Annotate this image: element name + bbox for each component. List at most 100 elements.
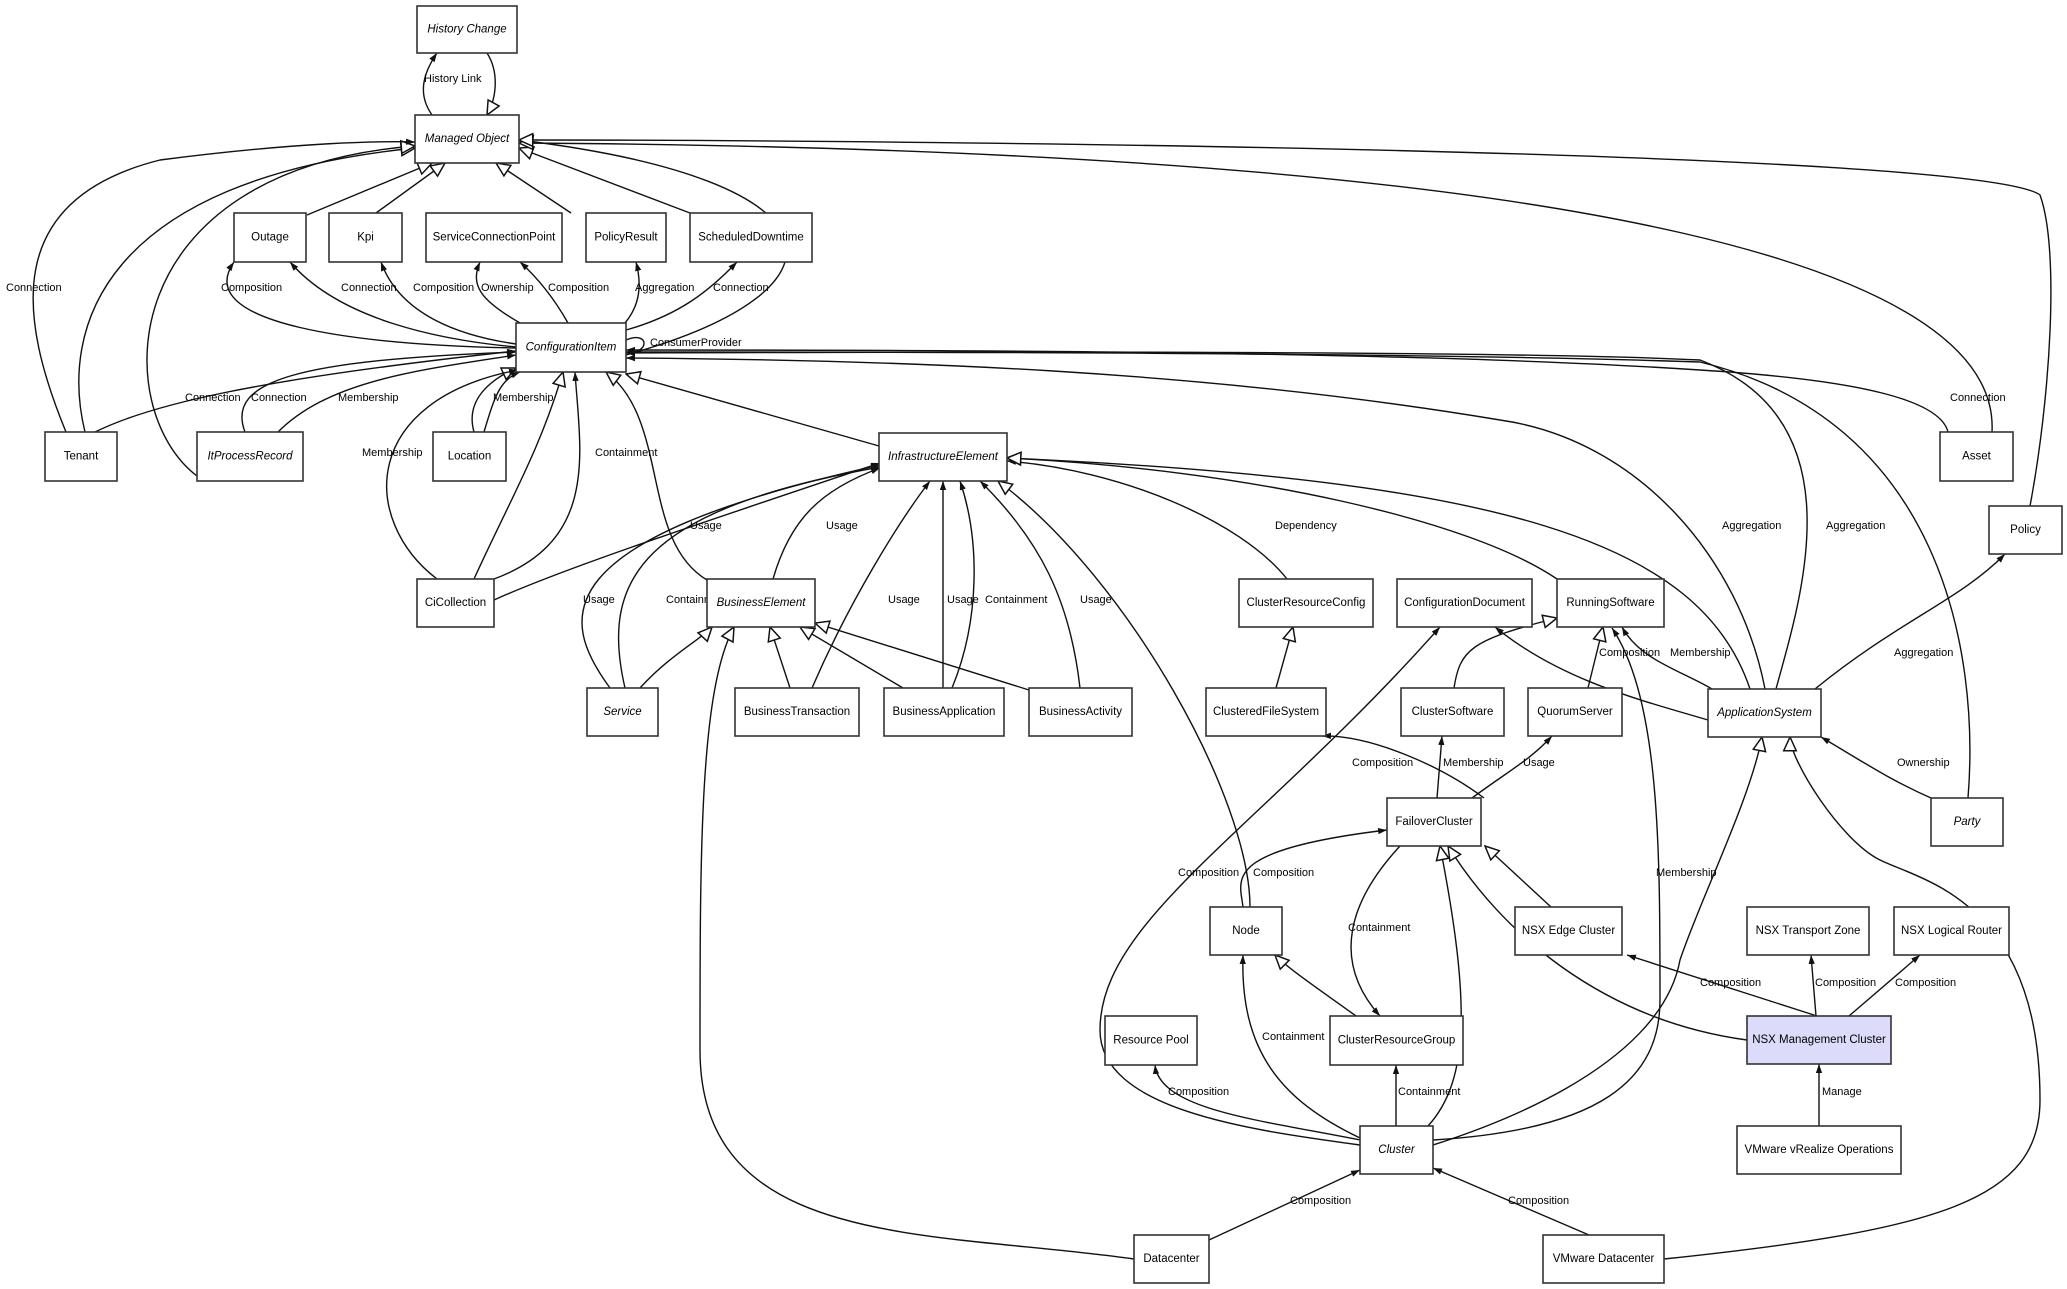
class-node-cluster-software[interactable]: ClusterSoftware	[1400, 687, 1505, 737]
class-node-service[interactable]: Service	[586, 687, 659, 737]
class-node-vrealize-operations[interactable]: VMware vRealize Operations	[1736, 1125, 1902, 1175]
class-box[interactable]	[1893, 906, 2010, 956]
class-node-policy-result[interactable]: PolicyResult	[585, 212, 667, 263]
association-arrow	[625, 348, 1971, 799]
class-box[interactable]	[196, 431, 304, 482]
class-node-policy[interactable]: Policy	[1988, 505, 2063, 555]
class-node-nsx-logical-router[interactable]: NSX Logical Router	[1893, 906, 2010, 956]
class-box[interactable]	[515, 322, 627, 373]
class-node-asset[interactable]: Asset	[1939, 431, 2014, 482]
class-box[interactable]	[706, 578, 816, 628]
class-box[interactable]	[586, 687, 659, 737]
class-node-nsx-transport-zone[interactable]: NSX Transport Zone	[1746, 906, 1870, 956]
class-box[interactable]	[1930, 797, 2004, 847]
edge-label: Composition	[1168, 1086, 1229, 1098]
class-node-failover-cluster[interactable]: FailoverCluster	[1386, 797, 1482, 847]
class-node-cluster-resource-group[interactable]: ClusterResourceGroup	[1329, 1015, 1464, 1066]
class-box[interactable]	[878, 432, 1008, 482]
class-node-managed-object[interactable]: Managed Object	[414, 114, 520, 164]
edge-association-managed-object-to-history-change	[422, 52, 438, 116]
class-node-clustered-file-system[interactable]: ClusteredFileSystem	[1205, 687, 1327, 737]
class-label: FailoverCluster	[1395, 816, 1472, 828]
class-box[interactable]	[734, 687, 860, 737]
class-box[interactable]	[1746, 1015, 1892, 1065]
class-node-business-element[interactable]: BusinessElement	[706, 578, 816, 628]
class-box[interactable]	[1396, 578, 1533, 628]
class-box[interactable]	[1400, 687, 1505, 737]
class-node-scp[interactable]: ServiceConnectionPoint	[425, 212, 563, 263]
edge-inheritance-scheduled-downtime-to-managed-object	[519, 148, 691, 214]
class-box[interactable]	[1133, 1234, 1210, 1284]
class-box[interactable]	[1386, 797, 1482, 847]
class-node-location[interactable]: Location	[432, 431, 507, 482]
class-node-party[interactable]: Party	[1930, 797, 2004, 847]
class-node-infrastructure-element[interactable]: InfrastructureElement	[878, 432, 1008, 482]
class-node-ci-collection[interactable]: CiCollection	[416, 578, 495, 628]
class-box[interactable]	[1542, 1234, 1665, 1284]
class-node-business-application[interactable]: BusinessApplication	[883, 687, 1005, 737]
class-node-configuration-item[interactable]: ConfigurationItem	[515, 322, 627, 373]
class-node-nsx-management-cluster[interactable]: NSX Management Cluster	[1746, 1015, 1892, 1065]
class-label: ApplicationSystem	[1716, 707, 1812, 719]
class-node-history-change[interactable]: History Change	[416, 5, 518, 54]
class-box[interactable]	[1104, 1015, 1198, 1066]
class-node-business-transaction[interactable]: BusinessTransaction	[734, 687, 860, 737]
class-box[interactable]	[414, 114, 520, 164]
class-node-configuration-document[interactable]: ConfigurationDocument	[1396, 578, 1533, 628]
class-box[interactable]	[1209, 906, 1283, 956]
class-label: QuorumServer	[1537, 706, 1613, 718]
class-label: NSX Logical Router	[1901, 925, 2002, 937]
association-arrow	[1436, 735, 1445, 799]
class-box[interactable]	[44, 431, 118, 482]
class-node-application-system[interactable]: ApplicationSystem	[1707, 688, 1822, 738]
class-box[interactable]	[1556, 578, 1665, 628]
edges-layer	[32, 52, 2052, 1260]
class-node-vmware-datacenter[interactable]: VMware Datacenter	[1542, 1234, 1665, 1284]
class-box[interactable]	[689, 212, 813, 263]
class-box[interactable]	[1746, 906, 1870, 956]
edge-label: Usage	[690, 520, 722, 532]
class-box[interactable]	[1329, 1015, 1464, 1066]
class-node-nsx-edge-cluster[interactable]: NSX Edge Cluster	[1514, 906, 1623, 956]
class-node-datacenter[interactable]: Datacenter	[1133, 1234, 1210, 1284]
class-node-it-process-record[interactable]: ItProcessRecord	[196, 431, 304, 482]
class-node-business-activity[interactable]: BusinessActivity	[1028, 687, 1133, 737]
class-box[interactable]	[432, 431, 507, 482]
class-node-cluster[interactable]: Cluster	[1359, 1125, 1434, 1175]
edge-label: Membership	[362, 447, 423, 459]
class-node-kpi[interactable]: Kpi	[328, 212, 403, 263]
class-box[interactable]	[585, 212, 667, 263]
class-box[interactable]	[1028, 687, 1133, 737]
class-node-running-software[interactable]: RunningSoftware	[1556, 578, 1665, 628]
edge-inheritance-outage-to-managed-object	[306, 163, 432, 216]
class-box[interactable]	[328, 212, 403, 263]
class-box[interactable]	[1359, 1125, 1434, 1175]
edge-inheritance-service-to-business-element	[639, 627, 712, 689]
class-node-resource-pool[interactable]: Resource Pool	[1104, 1015, 1198, 1066]
class-box[interactable]	[233, 212, 307, 263]
class-node-node[interactable]: Node	[1209, 906, 1283, 956]
class-box[interactable]	[1205, 687, 1327, 737]
edge-label: Connection	[185, 392, 241, 404]
class-box[interactable]	[1527, 687, 1623, 737]
class-box[interactable]	[883, 687, 1005, 737]
class-box[interactable]	[1939, 431, 2014, 482]
class-node-scheduled-downtime[interactable]: ScheduledDowntime	[689, 212, 813, 263]
class-node-cluster-resource-config[interactable]: ClusterResourceConfig	[1238, 578, 1374, 628]
association-arrow	[32, 138, 416, 433]
class-box[interactable]	[1736, 1125, 1902, 1175]
association-arrow	[519, 261, 569, 324]
class-node-quorum-server[interactable]: QuorumServer	[1527, 687, 1623, 737]
class-box[interactable]	[416, 5, 518, 54]
association-arrow	[1099, 626, 1441, 1146]
class-box[interactable]	[1707, 688, 1822, 738]
class-box[interactable]	[1988, 505, 2063, 555]
edge-label: Composition	[413, 282, 474, 294]
class-box[interactable]	[1238, 578, 1374, 628]
class-box[interactable]	[416, 578, 495, 628]
association-arrow	[1471, 735, 1553, 799]
class-box[interactable]	[1514, 906, 1623, 956]
class-node-tenant[interactable]: Tenant	[44, 431, 118, 482]
class-node-outage[interactable]: Outage	[233, 212, 307, 263]
class-box[interactable]	[425, 212, 563, 263]
